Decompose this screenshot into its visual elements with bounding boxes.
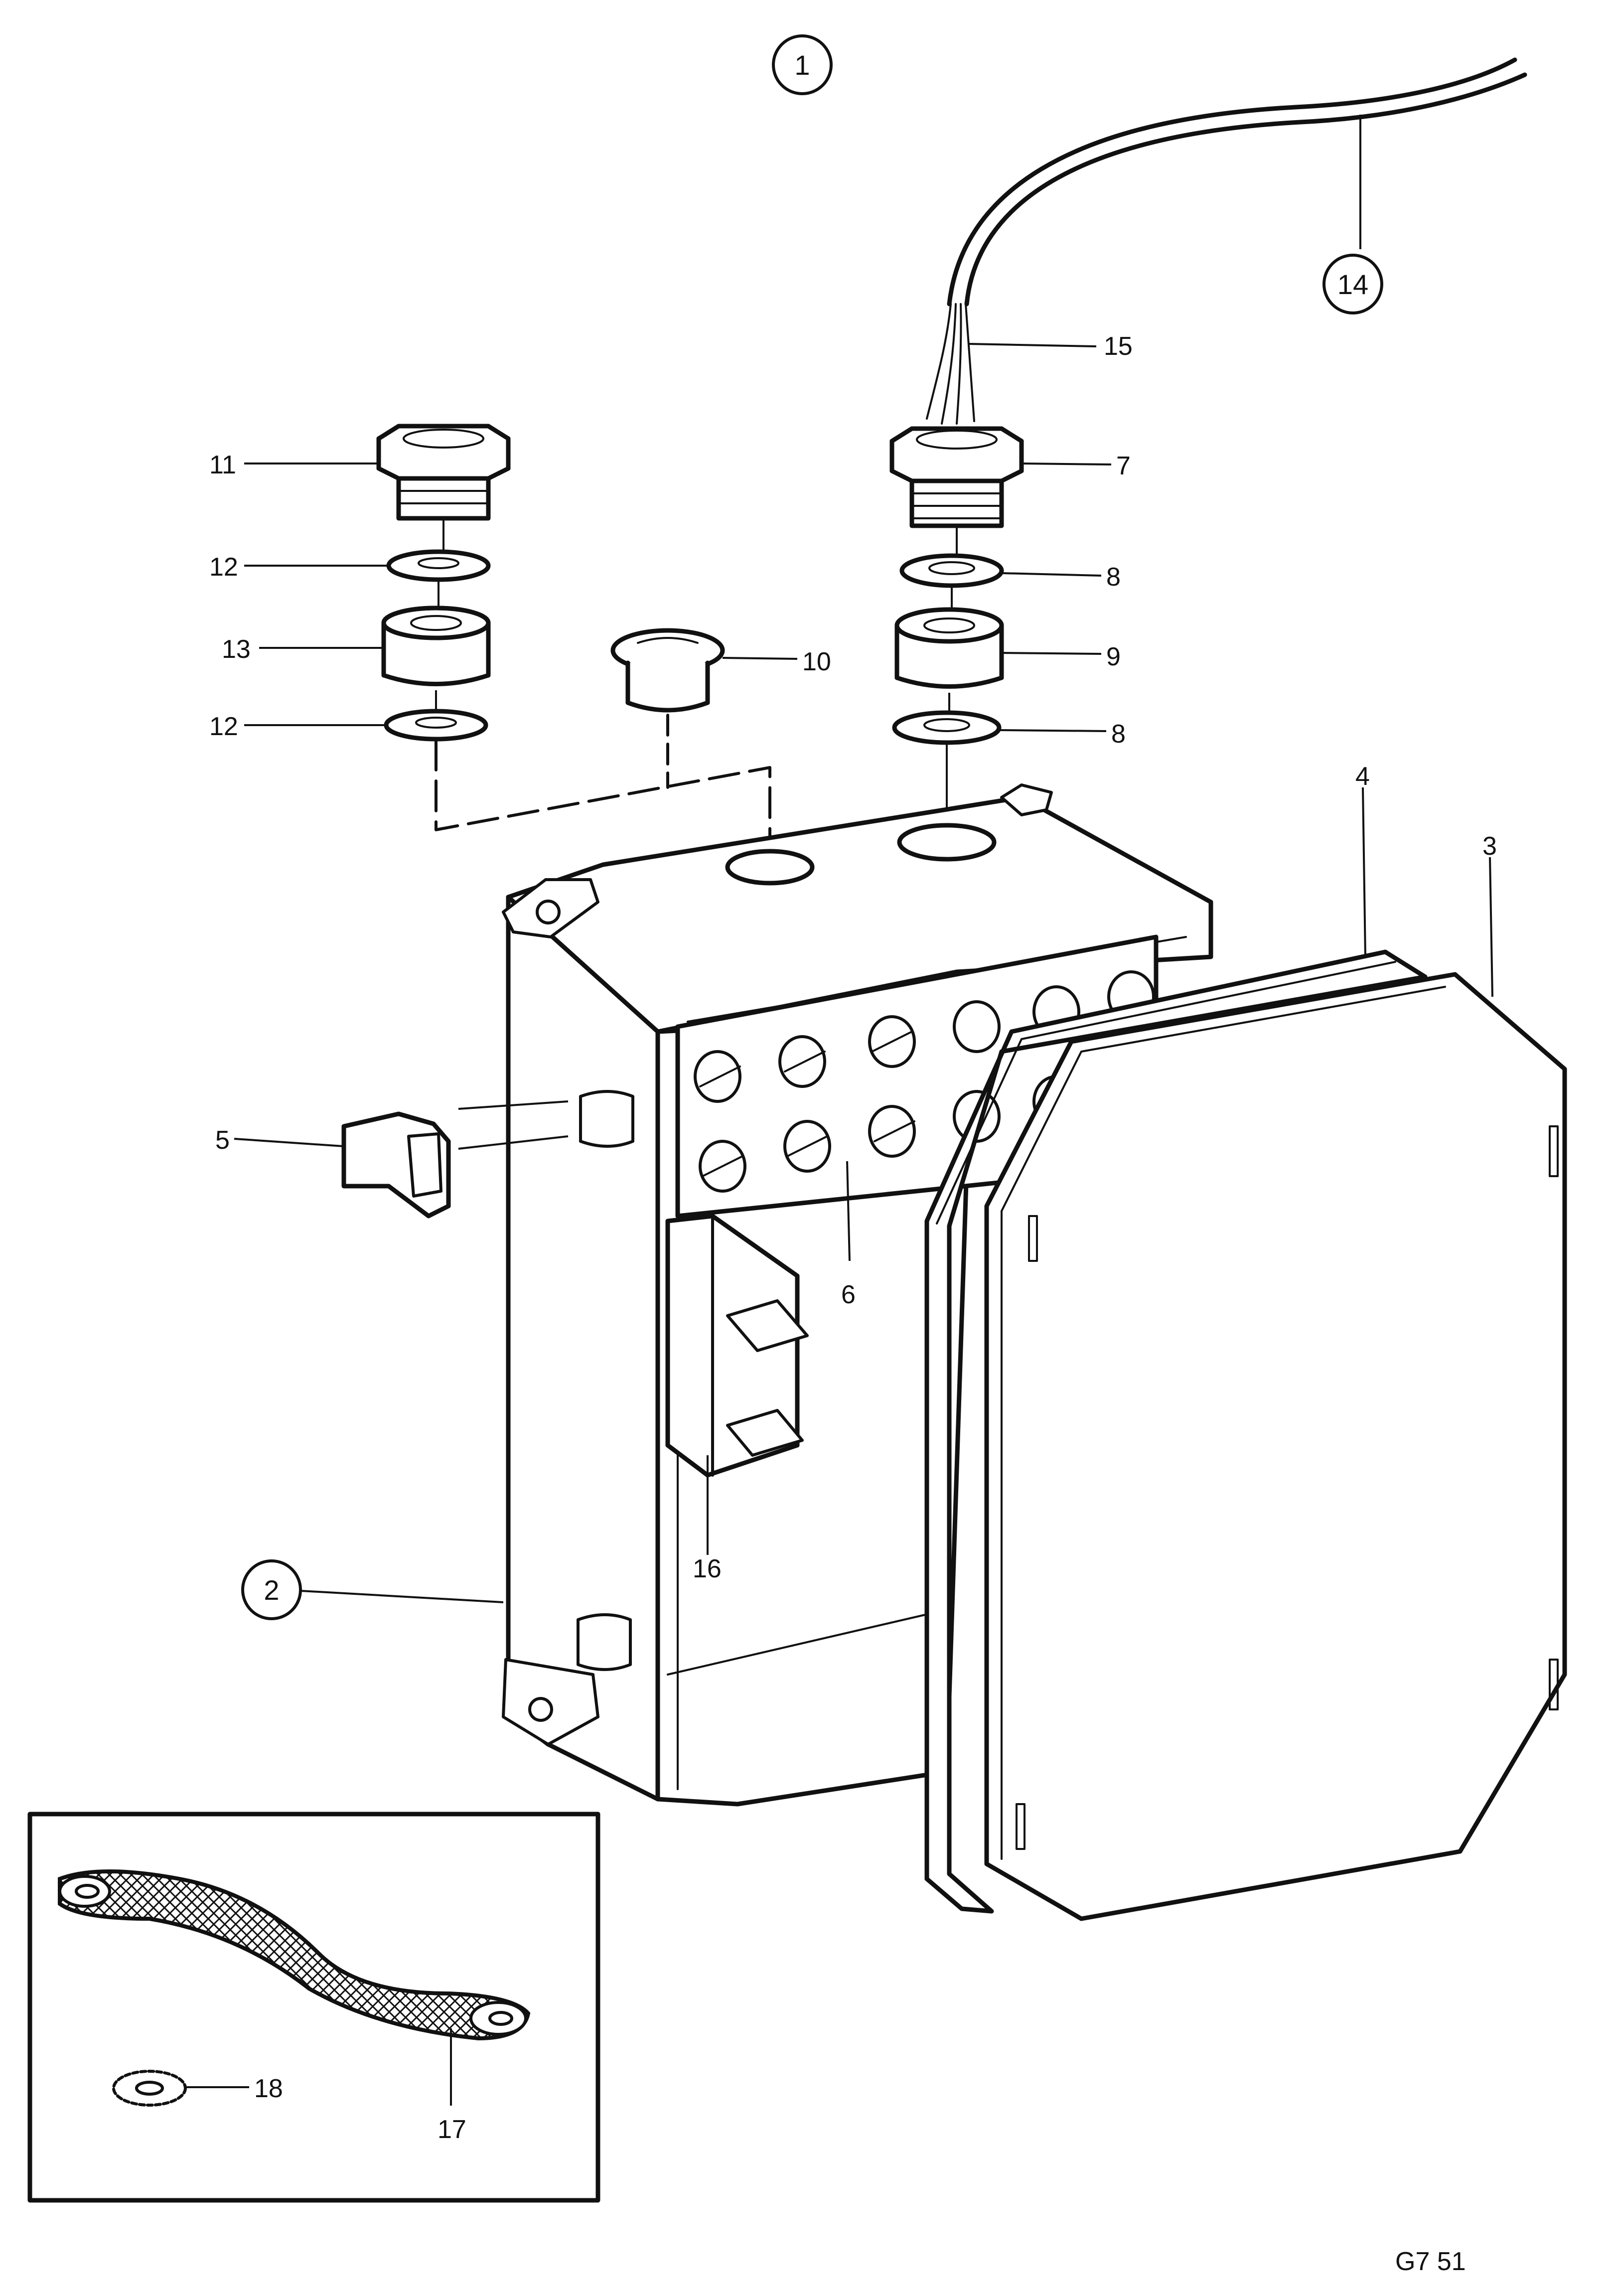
leader-6	[846, 1161, 851, 1261]
cable-14: 14	[947, 57, 1527, 314]
label-17: 17	[438, 2115, 466, 2144]
label-15: 15	[1104, 332, 1133, 361]
callout-1: 1	[772, 34, 833, 95]
cover-3: 3	[984, 832, 1567, 1921]
gasket-4: 4	[924, 762, 1428, 1914]
leader-2	[300, 1590, 504, 1603]
washer-12-lower: 12	[209, 709, 488, 742]
leader-8-upper	[1001, 572, 1102, 577]
cable-gland-7: 7	[889, 426, 1131, 528]
leader-4	[1362, 787, 1366, 957]
label-12-lower: 12	[209, 712, 238, 741]
grommet-9: 9	[894, 607, 1121, 689]
leader-9	[1001, 652, 1102, 655]
label-6: 6	[841, 1280, 856, 1309]
lock-washer-18: 18	[112, 2070, 283, 2107]
leader-7	[1021, 462, 1112, 465]
bonding-strap-17: 17	[58, 1869, 531, 2144]
leader-15	[969, 343, 1097, 347]
label-3: 3	[1482, 832, 1497, 861]
drawing-code: G7 51	[1395, 2247, 1466, 2276]
leader-5	[234, 1138, 344, 1147]
label-9: 9	[1106, 642, 1121, 671]
washer-12-upper: 12	[209, 549, 491, 582]
label-13: 13	[222, 635, 251, 664]
wires-15: 15	[926, 303, 1133, 425]
label-8-upper: 8	[1106, 563, 1121, 592]
leader-8-lower	[999, 729, 1107, 732]
relay-16: 16	[665, 1214, 809, 1583]
label-16: 16	[693, 1554, 722, 1583]
washer-8-lower: 8	[892, 710, 1126, 749]
blanking-plug-10: 10	[610, 628, 831, 713]
label-4: 4	[1355, 762, 1370, 791]
junction-box-2	[458, 783, 1213, 1807]
clip-5: 5	[215, 1111, 451, 1219]
callout-2: 2	[241, 1559, 504, 1620]
label-2: 2	[264, 1574, 279, 1606]
label-7: 7	[1116, 452, 1131, 480]
washer-8-upper: 8	[899, 553, 1121, 592]
label-18: 18	[254, 2074, 283, 2103]
leader-3	[1489, 857, 1493, 997]
label-1: 1	[794, 49, 810, 81]
label-5: 5	[215, 1126, 230, 1155]
grommet-13: 13	[222, 606, 491, 686]
leader-10	[722, 657, 798, 660]
label-8-lower: 8	[1111, 720, 1126, 749]
inset-panel: 17 18	[27, 1812, 600, 2203]
plug-11: 11	[209, 424, 511, 521]
label-14: 14	[1337, 269, 1368, 300]
label-12-upper: 12	[209, 553, 238, 582]
label-10: 10	[802, 647, 831, 676]
label-11: 11	[209, 451, 236, 479]
